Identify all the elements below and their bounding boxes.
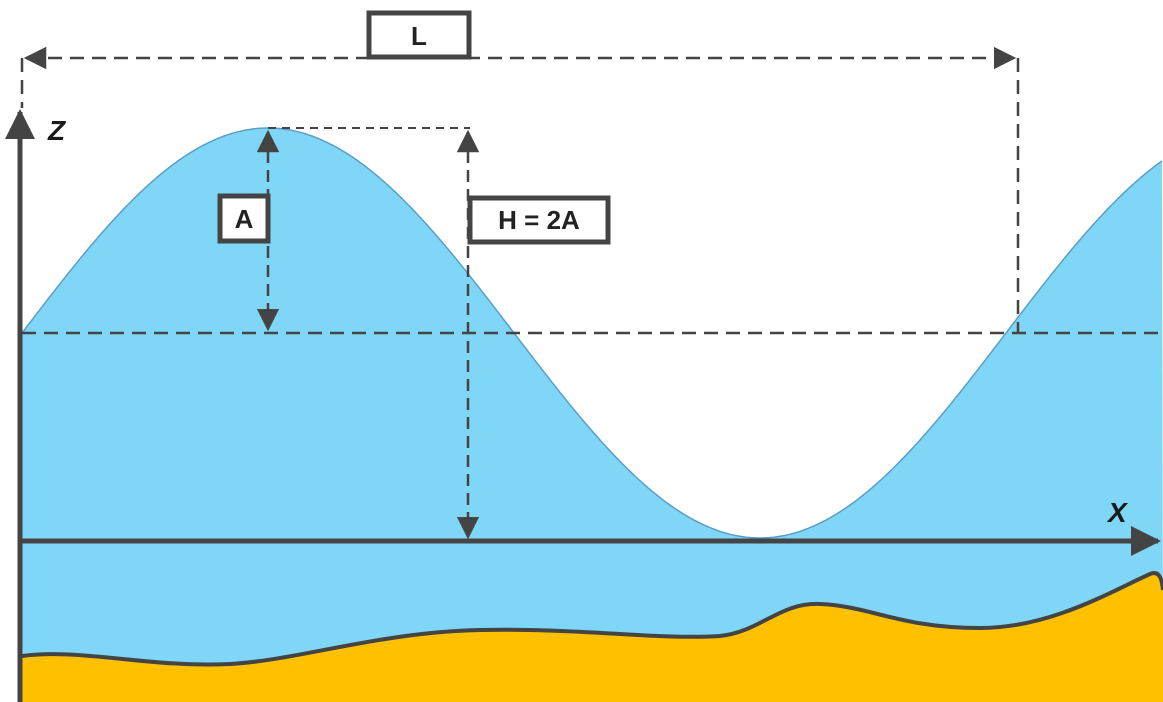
amplitude-label: A: [235, 204, 254, 234]
height-label: H = 2A: [498, 205, 580, 235]
z-axis-label: Z: [47, 115, 66, 146]
wavelength-label: L: [411, 21, 427, 51]
water-body: [22, 128, 1163, 702]
wave-surface: [21, 127, 1163, 539]
seabed-outline: [21, 571, 1163, 667]
wavelength-label-box: [366, 10, 472, 60]
height-label-box: [467, 195, 611, 245]
seabed: [22, 573, 1163, 702]
x-axis-label: X: [1106, 497, 1129, 528]
amplitude-label-box: [217, 193, 271, 244]
